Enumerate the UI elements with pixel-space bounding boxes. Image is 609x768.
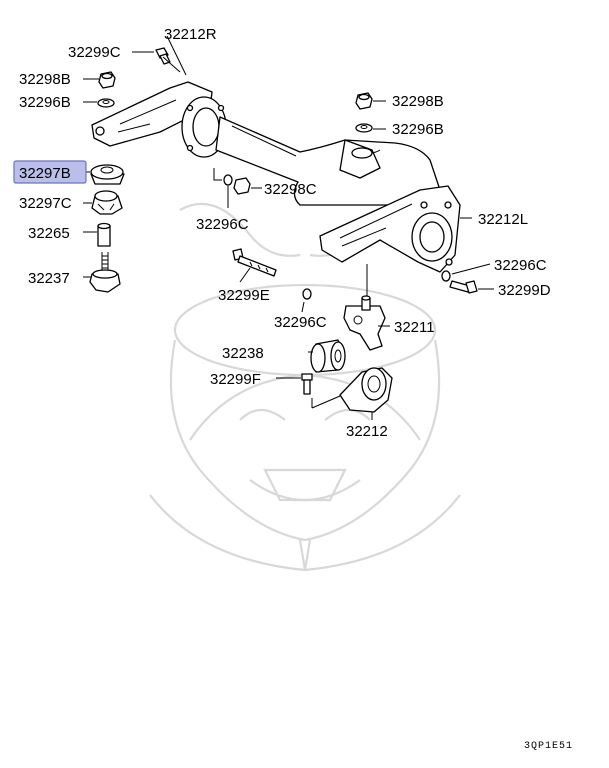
washer-32296B-left-icon[interactable] <box>97 98 115 108</box>
bolt-32299E-icon[interactable] <box>232 248 277 277</box>
diagram-code: 3QP1E51 <box>524 741 573 752</box>
nut-32298B-left-icon[interactable] <box>98 71 116 89</box>
label-32298B-right[interactable]: 32298B <box>392 93 444 110</box>
part-labels: 32212R 32299C 32298B 32296B 32297B 32297… <box>19 26 573 752</box>
label-32299F[interactable]: 32299F <box>210 371 261 388</box>
label-32298B-left[interactable]: 32298B <box>19 71 71 88</box>
label-32296B-right[interactable]: 32296B <box>392 121 444 138</box>
highlight-box <box>13 160 87 184</box>
label-32265[interactable]: 32265 <box>28 225 70 242</box>
label-32212L[interactable]: 32212L <box>478 211 528 228</box>
collar-32265-icon[interactable] <box>97 222 111 247</box>
label-32299C[interactable]: 32299C <box>68 44 121 61</box>
mount-32212-icon[interactable] <box>339 367 393 413</box>
bracket-32211-icon[interactable] <box>343 295 386 351</box>
label-32238[interactable]: 32238 <box>222 345 264 362</box>
washer-32296B-right-icon[interactable] <box>355 123 373 133</box>
leader-lines <box>83 35 494 420</box>
bolt-32299C-icon[interactable] <box>155 47 181 73</box>
bushing-32297C-icon[interactable] <box>91 190 123 215</box>
washer-32296C-mid-icon[interactable] <box>223 174 233 186</box>
label-32296C-low[interactable]: 32296C <box>274 314 327 331</box>
stud-32237-icon[interactable] <box>89 252 121 293</box>
label-32298C[interactable]: 32298C <box>264 181 317 198</box>
label-32212R[interactable]: 32212R <box>164 26 217 43</box>
bushing-32297B-icon[interactable] <box>90 164 125 185</box>
label-32299D[interactable]: 32299D <box>498 282 551 299</box>
nut-32298C-icon[interactable] <box>233 177 251 195</box>
label-32211[interactable]: 32211 <box>394 319 435 336</box>
label-32299E[interactable]: 32299E <box>218 287 270 304</box>
bolt-32299D-icon[interactable] <box>449 280 478 294</box>
washer-32296C-low-icon[interactable] <box>302 288 312 300</box>
nut-32298B-right-icon[interactable] <box>355 92 373 110</box>
washer-32296C-right-icon[interactable] <box>441 270 451 282</box>
label-32297C[interactable]: 32297C <box>19 195 72 212</box>
label-32297B[interactable]: 32297B <box>19 165 71 182</box>
label-32237[interactable]: 32237 <box>28 270 70 287</box>
bushing-32238-icon[interactable] <box>310 339 346 373</box>
label-32296C-mid[interactable]: 32296C <box>196 216 249 233</box>
bolt-32299F-icon[interactable] <box>301 373 313 395</box>
label-32296C-right[interactable]: 32296C <box>494 257 547 274</box>
label-32212[interactable]: 32212 <box>346 423 388 440</box>
label-32296B-left[interactable]: 32296B <box>19 94 71 111</box>
crossmember[interactable] <box>91 81 461 273</box>
